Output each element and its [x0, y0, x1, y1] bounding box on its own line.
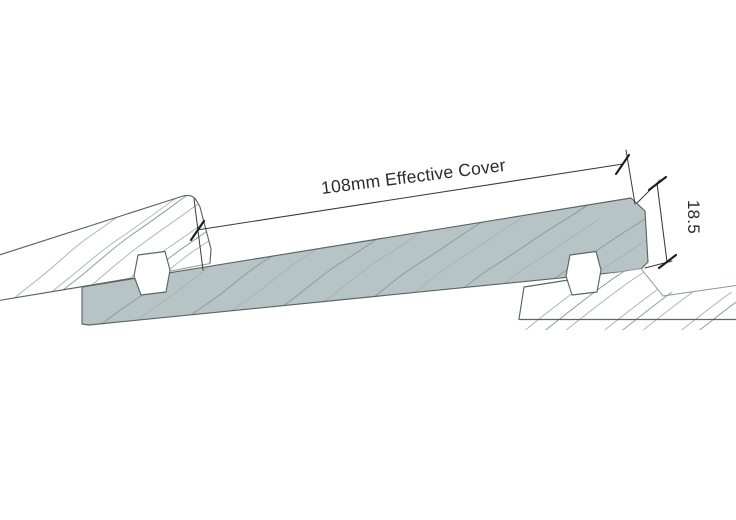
right-block-left-edge: [518, 278, 576, 320]
right-nib-shape: [565, 250, 602, 296]
center-slab-fill: [82, 198, 648, 325]
center-slab-outline: [81, 197, 649, 326]
cover-dimension-label: 108mm Effective Cover: [320, 155, 507, 198]
thickness-dimension-line: [656, 182, 668, 263]
left-block-top-edge: [0, 194, 212, 264]
thickness-tick-top: [647, 175, 668, 192]
right-nib: [565, 250, 602, 296]
cover-extension-left: [193, 198, 204, 271]
left-nib-shape: [133, 250, 171, 296]
right-block-top-edge: [612, 268, 736, 297]
thickness-dimension-label: 18.5: [684, 200, 703, 234]
thickness-tick-bottom: [657, 253, 678, 270]
left-nib: [133, 250, 171, 296]
cover-dimension-line: [196, 163, 624, 231]
cover-tick-left: [189, 219, 206, 242]
left-block-bottom-edge-right: [170, 263, 211, 272]
dimension-thickness: 18.5: [636, 175, 703, 270]
cover-tick-right: [614, 153, 631, 176]
